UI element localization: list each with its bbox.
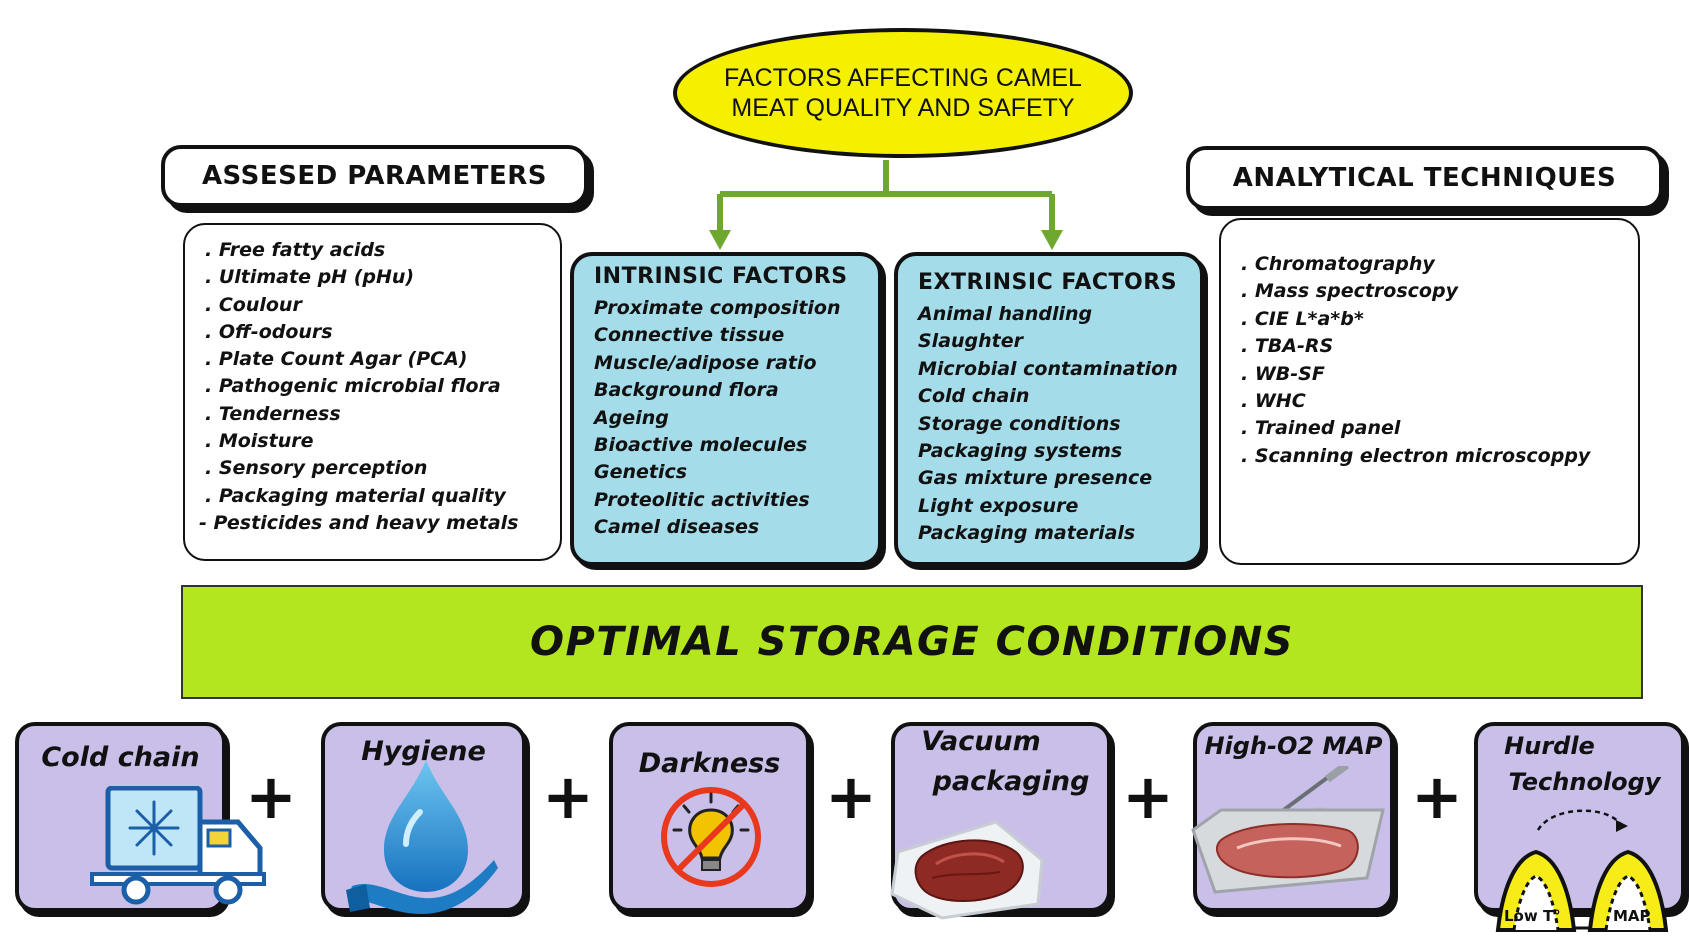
- optimal-storage-conditions-bar: OPTIMAL STORAGE CONDITIONS: [181, 585, 1643, 699]
- list-item: . Plate Count Agar (PCA): [205, 348, 468, 371]
- hurdle-technology-icon: [1495, 809, 1669, 932]
- vacuum-packaging-label: Vacuum packaging: [895, 722, 1107, 802]
- list-item: - Pesticides and heavy metals: [199, 511, 519, 534]
- list-item: . CIE L*a*b*: [1241, 307, 1364, 330]
- main-topic-line-2: MEAT QUALITY AND SAFETY: [731, 94, 1075, 122]
- list-item: Microbial contamination: [918, 357, 1178, 380]
- plus-icon: +: [245, 760, 297, 833]
- hurdle-technology-label: Hurdle Technology: [1478, 728, 1681, 800]
- list-item: . Tenderness: [205, 402, 341, 425]
- refrigerated-truck-icon: [90, 786, 266, 905]
- plus-icon: +: [825, 760, 877, 833]
- main-topic-ellipse: FACTORS AFFECTING CAMEL MEAT QUALITY AND…: [673, 28, 1133, 158]
- list-item: Background flora: [594, 379, 779, 402]
- map-tray-icon: [1191, 766, 1385, 894]
- list-item: . Ultimate pH (pHu): [205, 266, 415, 289]
- list-item: Bioactive molecules: [594, 434, 808, 457]
- intrinsic-factors-box: INTRINSIC FACTORS Proximate composition …: [570, 252, 882, 566]
- list-item: . WB-SF: [1241, 362, 1325, 385]
- list-item: Genetics: [594, 461, 688, 484]
- analytical-techniques-list: . Chromatography . Mass spectroscopy . C…: [1241, 251, 1624, 470]
- water-drop-hand-icon: [346, 760, 498, 914]
- list-item: . Mass spectroscopy: [1241, 280, 1458, 303]
- list-item: . WHC: [1241, 390, 1306, 413]
- list-item: Camel diseases: [594, 516, 760, 539]
- list-item: . Pathogenic microbial flora: [205, 375, 501, 398]
- extrinsic-factors-title: EXTRINSIC FACTORS: [918, 270, 1178, 295]
- list-item: . Moisture: [205, 430, 314, 453]
- list-item: Packaging systems: [918, 440, 1123, 463]
- darkness-label: Darkness: [638, 748, 781, 779]
- assessed-parameters-list: . Free fatty acids . Ultimate pH (pHu) .…: [199, 237, 546, 537]
- plus-icon: +: [542, 760, 594, 833]
- extrinsic-factors-box: EXTRINSIC FACTORS Animal handling Slaugh…: [894, 252, 1204, 566]
- list-item: Muscle/adipose ratio: [594, 351, 817, 374]
- cold-chain-label: Cold chain: [41, 742, 200, 773]
- list-item: Cold chain: [918, 385, 1030, 408]
- plus-icon: +: [1122, 760, 1174, 833]
- list-item: Connective tissue: [594, 324, 785, 347]
- no-light-bulb-icon: [661, 787, 761, 887]
- assessed-parameters-header: ASSESED PARAMETERS: [161, 145, 588, 207]
- hurdle-technology-label-line-2: Technology: [1508, 768, 1661, 796]
- vacuum-packaging-label-line-1: Vacuum: [921, 726, 1041, 757]
- hurdle-technology-label-line-1: Hurdle: [1504, 732, 1595, 760]
- list-item: . Coulour: [205, 293, 302, 316]
- list-item: . Packaging material quality: [205, 484, 506, 507]
- vacuum-packaging-label-line-2: packaging: [932, 766, 1090, 797]
- list-item: . Off-odours: [205, 320, 333, 343]
- list-item: . TBA-RS: [1241, 335, 1334, 358]
- list-item: . Trained panel: [1241, 417, 1401, 440]
- list-item: Gas mixture presence: [918, 467, 1153, 490]
- list-item: . Sensory perception: [205, 457, 428, 480]
- plus-icon: +: [1411, 760, 1463, 833]
- intrinsic-factors-title: INTRINSIC FACTORS: [594, 264, 848, 289]
- hygiene-label: Hygiene: [361, 736, 486, 767]
- list-item: Ageing: [594, 406, 669, 429]
- assessed-parameters-box: . Free fatty acids . Ultimate pH (pHu) .…: [183, 223, 562, 561]
- list-item: . Chromatography: [1241, 253, 1435, 275]
- list-item: Proteolitic activities: [594, 488, 810, 511]
- intrinsic-factors-list: Proximate composition Connective tissue …: [594, 295, 864, 542]
- list-item: Animal handling: [918, 303, 1093, 325]
- list-item: Light exposure: [918, 494, 1079, 517]
- list-item: Slaughter: [918, 330, 1024, 353]
- vacuum-packed-meat-icon: [890, 820, 1044, 920]
- list-item: Proximate composition: [594, 297, 841, 319]
- analytical-techniques-box: . Chromatography . Mass spectroscopy . C…: [1219, 218, 1640, 565]
- darkness-card: Darkness: [609, 722, 810, 912]
- analytical-techniques-header: ANALYTICAL TECHNIQUES: [1186, 146, 1663, 210]
- list-item: . Free fatty acids: [205, 239, 386, 261]
- hurdle-map-label: MAP: [1613, 907, 1651, 925]
- list-item: Storage conditions: [918, 412, 1121, 435]
- main-topic-line-1: FACTORS AFFECTING CAMEL: [724, 64, 1082, 92]
- list-item: Packaging materials: [918, 522, 1136, 545]
- list-item: . Scanning electron microscoppy: [1241, 444, 1591, 467]
- high-o2-map-label: High-O2 MAP: [1204, 732, 1383, 760]
- extrinsic-factors-list: Animal handling Slaughter Microbial cont…: [918, 301, 1186, 548]
- hurdle-low-temperature-label: Low T°: [1504, 907, 1561, 925]
